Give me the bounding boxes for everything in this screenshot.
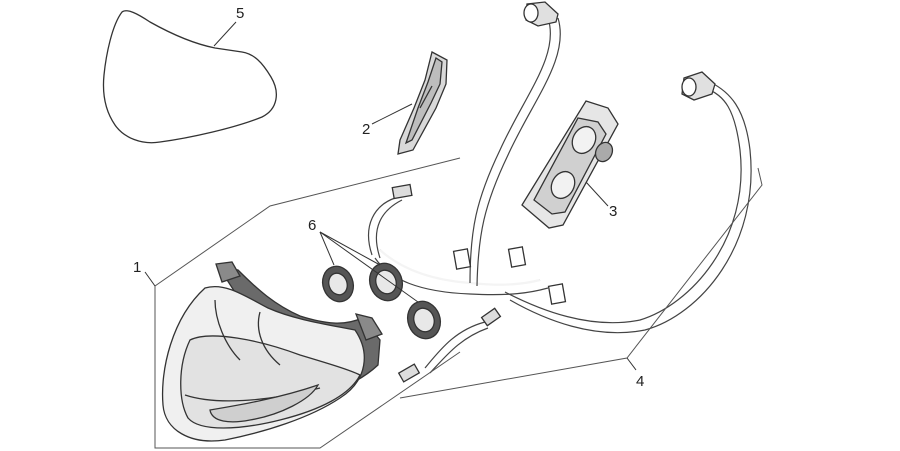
part-number-2: 2 <box>362 121 370 138</box>
part-number-6: 6 <box>308 217 316 234</box>
seal-ring <box>321 265 355 303</box>
headlight-part <box>161 261 383 442</box>
assembly-bracket-4 <box>399 167 763 399</box>
reflector-strip-part <box>397 51 448 155</box>
part-number-3: 3 <box>609 203 617 220</box>
part-number-1: 1 <box>133 259 141 276</box>
assembly-bracket-1 <box>154 157 461 449</box>
gasket-part <box>102 10 277 144</box>
seal-ring <box>406 300 442 340</box>
part-number-5: 5 <box>236 5 244 22</box>
part-number-4: 4 <box>636 373 644 390</box>
seal-ring <box>368 262 404 302</box>
bulb-seals-part <box>321 262 442 340</box>
leader-lines <box>144 21 637 371</box>
part-number-labels: 5 2 3 6 1 4 <box>133 5 644 390</box>
light-unit-part <box>521 100 619 229</box>
wiring-harness-part <box>367 1 752 383</box>
